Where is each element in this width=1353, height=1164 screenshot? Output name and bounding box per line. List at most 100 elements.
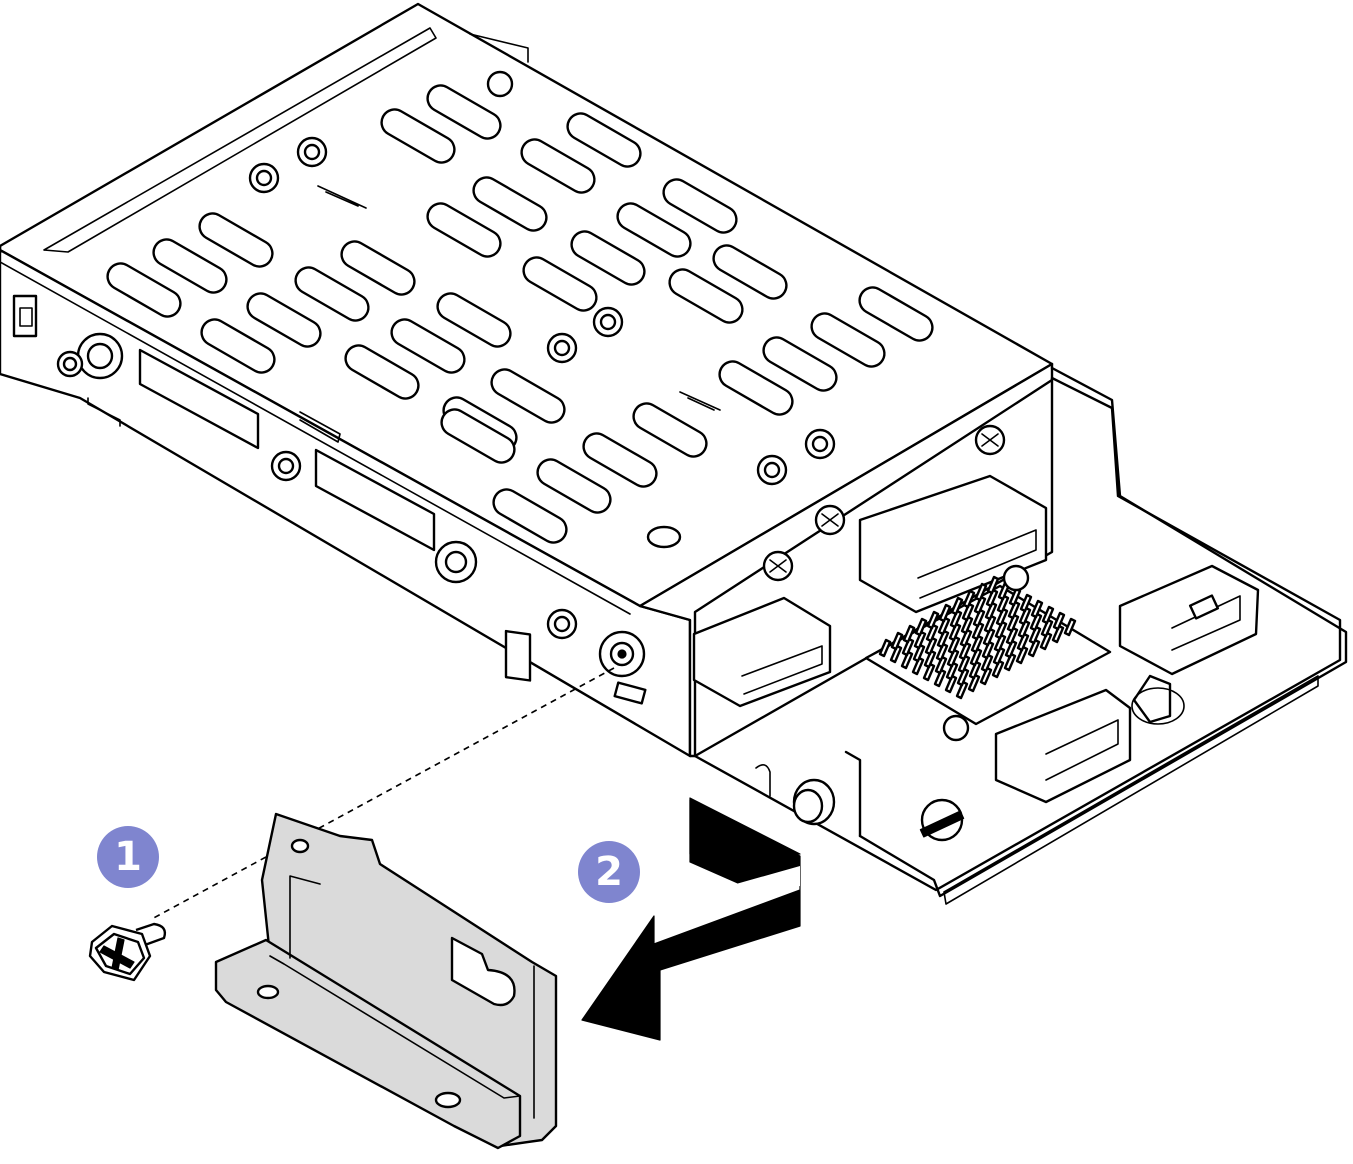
vent-slot	[858, 286, 934, 342]
heatsink-fin	[955, 680, 969, 700]
bracket-icon	[214, 812, 558, 1150]
heatsink-fin	[992, 646, 1006, 666]
vent-slot	[536, 458, 612, 514]
heatsink-fin	[1063, 617, 1077, 637]
heatsink-fin	[926, 610, 940, 630]
heatsink-fin	[994, 620, 1008, 640]
heatsink-fin	[962, 589, 976, 609]
tray-connectors	[692, 474, 1048, 708]
vent-slot	[198, 212, 274, 268]
heatsink-fin	[911, 656, 925, 676]
heatsink-fin	[980, 653, 994, 673]
vent-slot	[472, 176, 548, 232]
heatsink-fin	[1004, 639, 1018, 659]
step-1-number: 1	[114, 834, 142, 880]
cage-top-rim	[43, 27, 437, 253]
heatsink-fin	[1028, 625, 1042, 645]
vent-slot	[570, 230, 646, 286]
heatsink-fin	[924, 636, 938, 656]
bracket-slot	[450, 936, 516, 1007]
tray-standoffs	[755, 424, 1006, 826]
heatsink-fin	[922, 662, 936, 682]
heatsink-fin	[950, 596, 964, 616]
heatsink-fin	[981, 640, 995, 660]
heatsink-fin	[938, 603, 952, 623]
heatsink-fin	[969, 647, 983, 667]
heatsink-fin	[936, 629, 950, 649]
heatsink-fin	[1051, 624, 1065, 644]
heatsink-fin	[890, 631, 904, 651]
heatsink-fin	[1041, 605, 1055, 625]
vent-slot	[106, 262, 182, 318]
heatsink-fin	[986, 575, 1000, 595]
heatsink-fin	[993, 633, 1007, 653]
vent-slot	[152, 238, 228, 294]
heatsink-fin	[985, 588, 999, 608]
heatsink-fin	[1003, 652, 1017, 672]
drive-cage-icon	[0, 2, 1348, 905]
heatsink-fin	[923, 649, 937, 669]
heatsink-fin	[956, 667, 970, 687]
heatsink-fin	[972, 608, 986, 628]
heatsink-fin	[1039, 631, 1053, 651]
heatsink-fin	[933, 668, 947, 688]
heatsink-fin	[991, 659, 1005, 679]
heatsink-fin	[889, 644, 903, 664]
top-mount-holes	[248, 70, 836, 549]
heatsink-fin	[948, 622, 962, 642]
heatsink	[864, 575, 1112, 726]
heatsink-fin	[1029, 612, 1043, 632]
vent-slot	[810, 312, 886, 368]
heatsink-fin	[971, 621, 985, 641]
heatsink-fin	[1016, 632, 1030, 652]
vent-slot	[718, 360, 794, 416]
vent-slot	[632, 402, 708, 458]
heatsink-fin	[961, 602, 975, 622]
backplane-tray	[692, 366, 1348, 905]
heatsink-fin	[1040, 618, 1054, 638]
heatsink-fin	[902, 624, 916, 644]
front-side-features	[12, 294, 647, 705]
heatsink-fin	[960, 615, 974, 635]
vent-slot	[490, 368, 566, 424]
heatsink-fin	[968, 660, 982, 680]
vent-slot	[340, 240, 416, 296]
heatsink-fin	[913, 630, 927, 650]
heatsink-fin	[974, 582, 988, 602]
vent-slot	[426, 84, 502, 140]
step-1-badge: 1	[97, 826, 159, 888]
vent-slot	[492, 488, 568, 544]
step-2-number: 2	[595, 849, 623, 895]
arrow-body	[581, 799, 801, 1041]
vent-slot	[380, 108, 456, 164]
tray-vertical-connector	[994, 674, 1185, 804]
heatsink-fin	[949, 609, 963, 629]
heatsink-fin	[1019, 593, 1033, 613]
heatsink-fin	[973, 595, 987, 615]
vent-slot	[520, 138, 596, 194]
heatsink-fin	[945, 661, 959, 681]
vent-slot	[344, 344, 420, 400]
screw-icon	[88, 922, 167, 982]
vent-slot-group	[106, 84, 934, 544]
vent-slot	[582, 432, 658, 488]
heatsink-fin	[959, 628, 973, 648]
heatsink-fin	[935, 642, 949, 662]
heatsink-fin	[957, 654, 971, 674]
heatsink-fin	[878, 638, 892, 658]
vent-slot	[426, 202, 502, 258]
heatsink-fin	[996, 594, 1010, 614]
heatsink-fin	[946, 648, 960, 668]
removal-arrow-icon	[581, 797, 801, 1041]
vent-slot	[522, 256, 598, 312]
heatsink-fin	[983, 614, 997, 634]
heatsink-fin	[900, 650, 914, 670]
heatsink-fin	[982, 627, 996, 647]
heatsink-fin	[1008, 587, 1022, 607]
heatsink-fin	[995, 607, 1009, 627]
heatsink-fin	[1052, 611, 1066, 631]
vent-slot	[662, 178, 738, 234]
heatsink-fin	[925, 623, 939, 643]
heatsink-fin	[914, 617, 928, 637]
